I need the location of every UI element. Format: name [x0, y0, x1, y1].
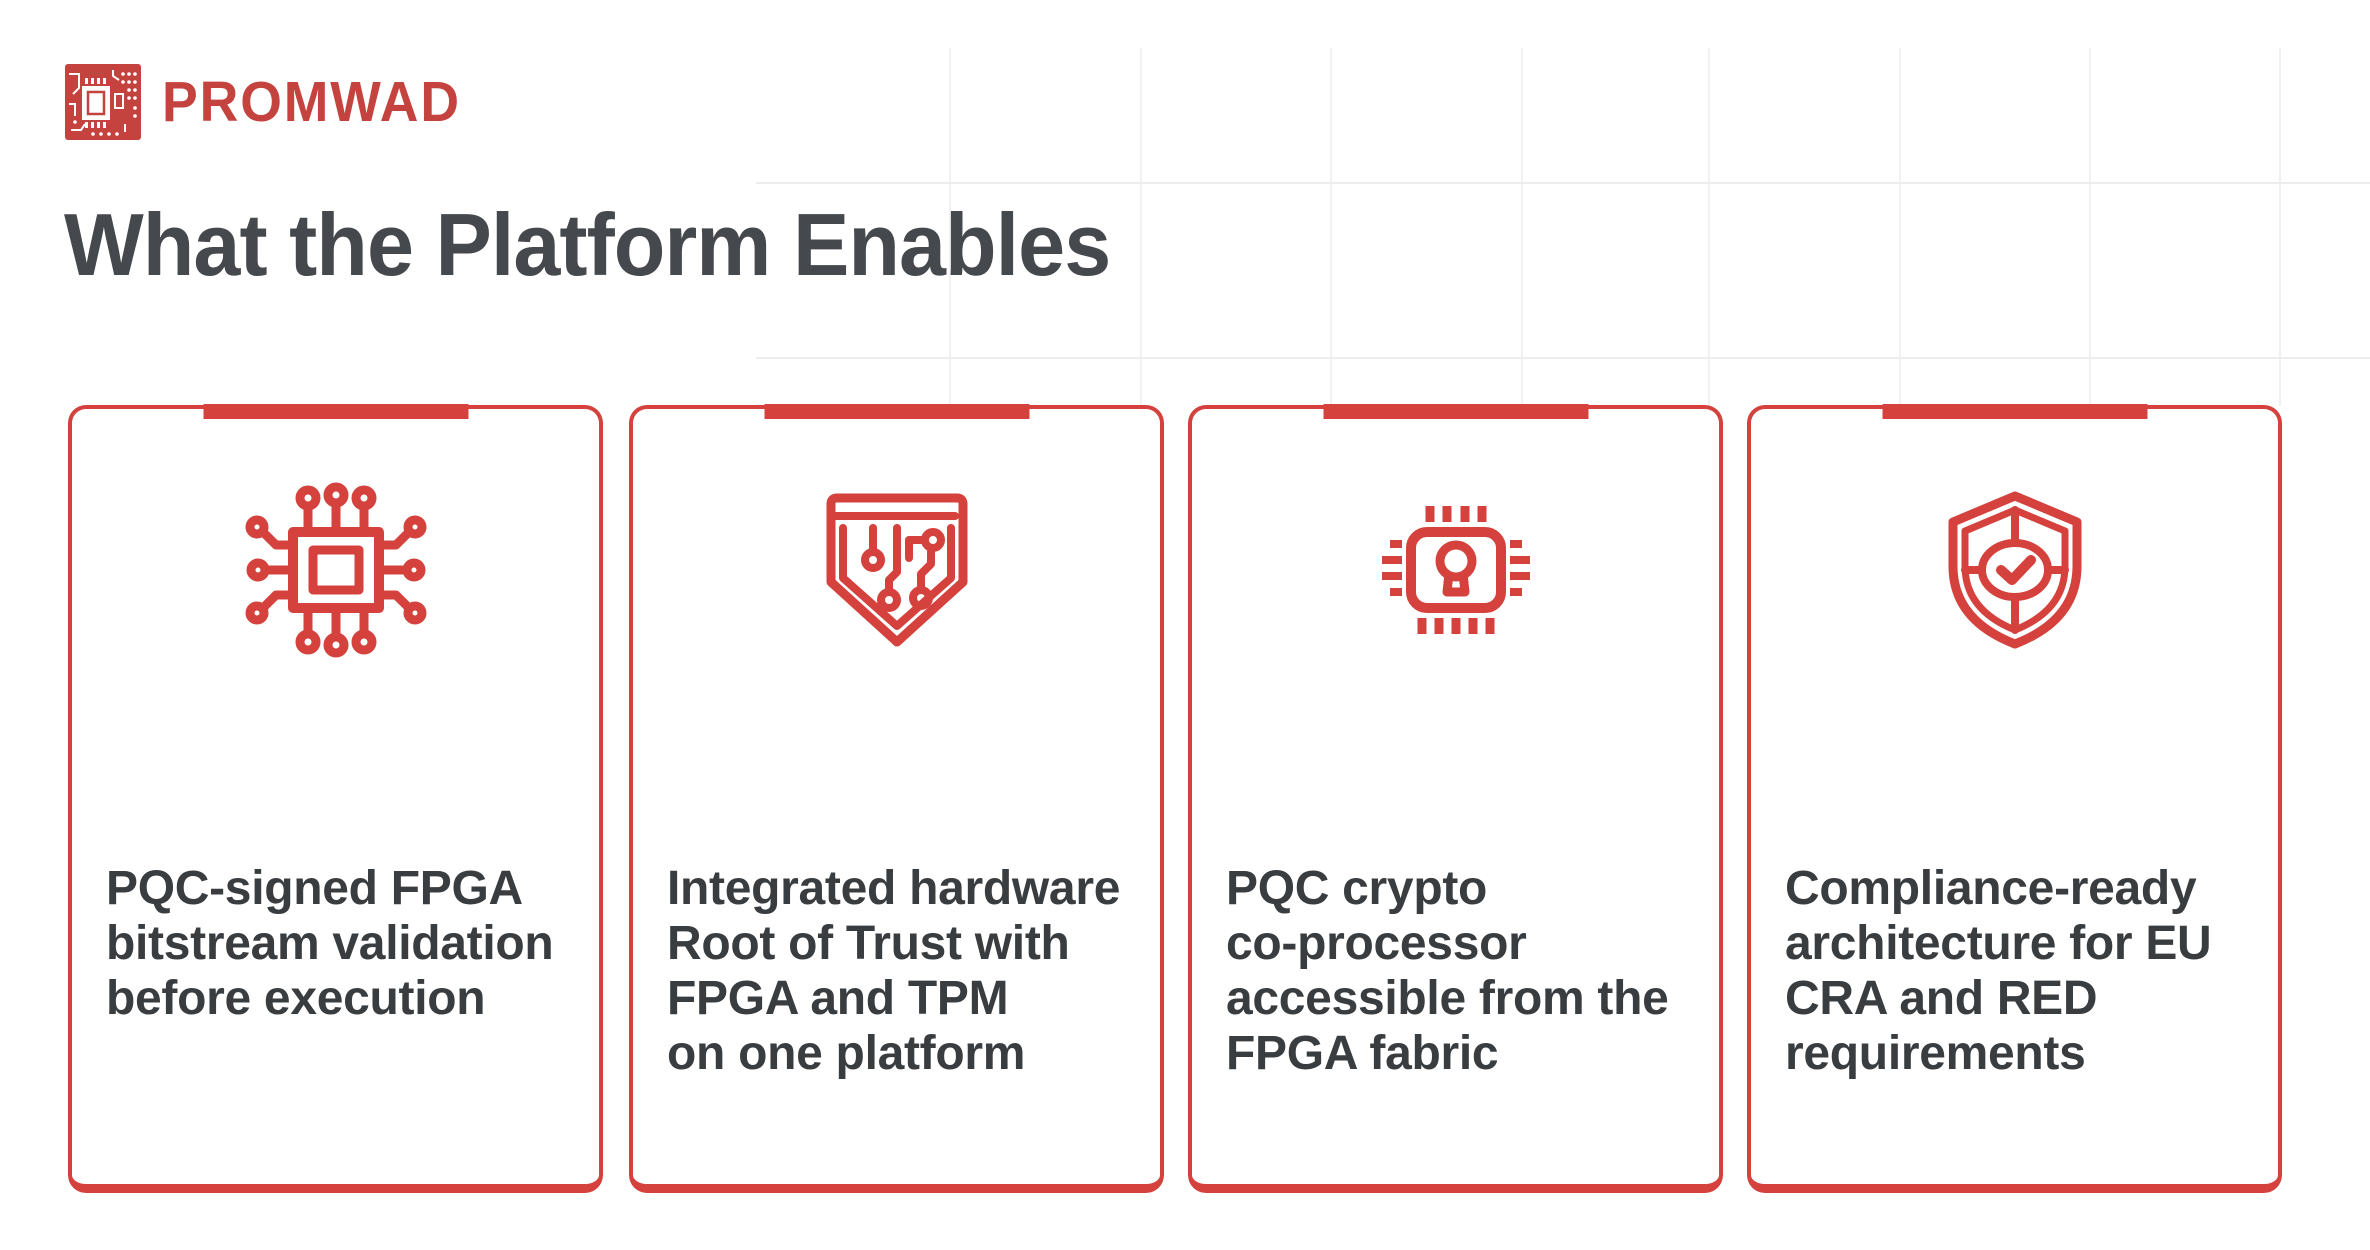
- chip-keyhole-icon: [1381, 505, 1530, 634]
- card-description-line: CRA and RED: [1785, 972, 2098, 1025]
- card-description-line: co-processor: [1226, 917, 1527, 970]
- card-description-line: on one platform: [667, 1027, 1026, 1080]
- brand-wordmark: PROMWAD: [162, 70, 461, 134]
- card-top-accent-bar: [764, 404, 1029, 419]
- card-description-line: before execution: [106, 972, 486, 1025]
- card-description-line: requirements: [1785, 1027, 2086, 1080]
- page-title: What the Platform Enables: [64, 195, 1111, 294]
- card-description-line: accessible from the: [1226, 972, 1669, 1025]
- promwad-logo-icon: [65, 64, 141, 140]
- card-description-line: bitstream validation: [106, 917, 554, 970]
- card-top-accent-bar: [1323, 404, 1588, 419]
- card-description-line: FPGA and TPM: [667, 972, 1009, 1025]
- shield-circuit-icon: [826, 493, 967, 646]
- card-top-accent-bar: [1882, 404, 2147, 419]
- card-description-line: architecture for EU: [1785, 917, 2212, 970]
- brand-header: PROMWAD: [65, 64, 480, 140]
- card-icon-area: [633, 467, 1160, 672]
- shield-check-icon: [1948, 491, 2081, 648]
- card-description-line: PQC-signed FPGA: [106, 862, 523, 915]
- card-icon-area: [72, 467, 599, 672]
- chip-circuit-icon: [245, 482, 426, 657]
- card-description-line: Compliance-ready: [1785, 862, 2197, 915]
- card-description-line: Root of Trust with: [667, 917, 1070, 970]
- card-description-line: PQC crypto: [1226, 862, 1488, 915]
- card-icon-area: [1751, 467, 2278, 672]
- card-description-line: Integrated hardware: [667, 862, 1121, 915]
- card-icon-area: [1192, 467, 1719, 672]
- card-top-accent-bar: [203, 404, 468, 419]
- card-description-line: FPGA fabric: [1226, 1027, 1499, 1080]
